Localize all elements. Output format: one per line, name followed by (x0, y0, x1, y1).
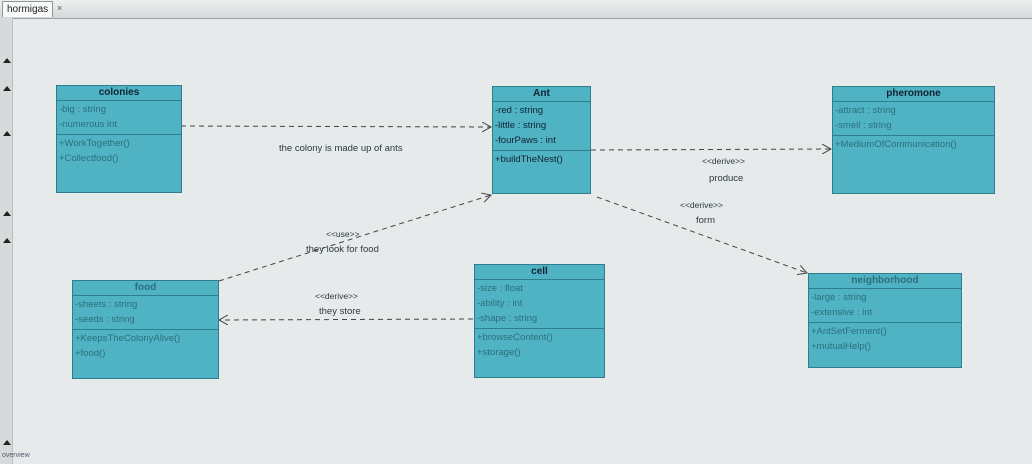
stereotype-cell-food: <<derive>> (315, 291, 359, 301)
operation[interactable]: +buildTheNest() (495, 154, 563, 165)
operation[interactable]: +WorkTogether() (59, 138, 130, 149)
relation-label-food-ant: they look for food (306, 244, 379, 255)
attribute[interactable]: -seeds : string (75, 314, 135, 325)
class-cell[interactable]: cell -size : float -ability : int -shape… (474, 264, 605, 378)
attribute[interactable]: -little : string (495, 120, 547, 131)
tab-hormigas[interactable]: hormigas (2, 1, 54, 17)
attributes-section: -attract : string -smell : string (833, 102, 994, 136)
connector-ant-neighborhood[interactable] (596, 196, 807, 273)
attribute[interactable]: -ability : int (477, 298, 523, 309)
gutter-marker[interactable] (3, 238, 11, 243)
attribute[interactable]: -smell : string (835, 120, 892, 131)
attributes-section: -size : float -ability : int -shape : st… (475, 280, 604, 329)
attribute[interactable]: -shape : string (477, 313, 538, 324)
attribute[interactable]: -numerous int (59, 119, 118, 130)
class-name: neighborhood (809, 274, 961, 289)
class-name: cell (475, 265, 604, 280)
class-ant[interactable]: Ant -red : string -little : string -four… (492, 86, 591, 194)
class-name: pheromone (833, 87, 994, 102)
connector-food-ant[interactable] (218, 195, 491, 282)
left-gutter (0, 18, 13, 464)
attribute[interactable]: -big : string (59, 104, 106, 115)
stereotype-food-ant: <<use>> (326, 229, 360, 239)
gutter-marker[interactable] (3, 86, 11, 91)
class-name: food (73, 281, 218, 296)
operation[interactable]: +KeepsTheColonyAlive() (75, 333, 181, 344)
connector-colonies-ant[interactable] (180, 126, 491, 127)
attributes-section: -red : string -little : string -fourPaws… (493, 102, 590, 151)
operation[interactable]: +Collectfood() (59, 153, 119, 164)
operation[interactable]: +browseContent() (477, 332, 553, 343)
gutter-marker[interactable] (3, 131, 11, 136)
relation-label-colonies-ant: the colony is made up of ants (279, 143, 403, 154)
editor-tab-bar: hormigas × (0, 0, 1032, 19)
operation[interactable]: +mutualHelp() (811, 341, 871, 352)
relation-label-ant-neighborhood: form (696, 215, 715, 226)
stereotype-ant-pheromone: <<derive>> (702, 156, 746, 166)
class-food[interactable]: food -sheets : string -seeds : string +K… (72, 280, 219, 379)
relation-label-ant-pheromone: produce (709, 173, 744, 184)
attributes-section: -sheets : string -seeds : string (73, 296, 218, 330)
operation[interactable]: +storage() (477, 347, 521, 358)
attribute[interactable]: -extensive : int (811, 307, 873, 318)
connector-cell-food[interactable] (219, 319, 474, 320)
connector-layer (180, 19, 1032, 464)
gutter-marker[interactable] (3, 211, 11, 216)
attribute[interactable]: -attract : string (835, 105, 896, 116)
class-colonies[interactable]: colonies -big : string -numerous int +Wo… (56, 85, 182, 193)
operation[interactable]: +AntSetFerment() (811, 326, 887, 337)
operations-section: +browseContent() +storage() (475, 329, 604, 362)
attributes-section: -large : string -extensive : int (809, 289, 961, 323)
class-name: colonies (57, 86, 181, 101)
attribute[interactable]: -red : string (495, 105, 544, 116)
operations-section: +KeepsTheColonyAlive() +food() (73, 330, 218, 363)
operations-section: +buildTheNest() (493, 151, 590, 169)
operations-section: +WorkTogether() +Collectfood() (57, 135, 181, 168)
overview-label: overview (2, 452, 30, 459)
attribute[interactable]: -large : string (811, 292, 867, 303)
class-name: Ant (493, 87, 590, 102)
attribute[interactable]: -size : float (477, 283, 523, 294)
diagram-canvas[interactable]: colonies -big : string -numerous int +Wo… (13, 19, 1032, 464)
operations-section: +MediumOfCommunication() (833, 136, 994, 154)
operation[interactable]: +MediumOfCommunication() (835, 139, 957, 150)
relation-label-cell-food: they store (319, 306, 361, 317)
gutter-marker[interactable] (3, 440, 11, 445)
gutter-marker[interactable] (3, 58, 11, 63)
operations-section: +AntSetFerment() +mutualHelp() (809, 323, 961, 356)
attributes-section: -big : string -numerous int (57, 101, 181, 135)
operation[interactable]: +food() (75, 348, 106, 359)
tab-close-icon[interactable]: × (57, 3, 63, 13)
attribute[interactable]: -fourPaws : int (495, 135, 556, 146)
attribute[interactable]: -sheets : string (75, 299, 138, 310)
class-neighborhood[interactable]: neighborhood -large : string -extensive … (808, 273, 962, 368)
stereotype-ant-neighborhood: <<derive>> (680, 200, 724, 210)
connector-ant-pheromone[interactable] (590, 149, 831, 150)
class-pheromone[interactable]: pheromone -attract : string -smell : str… (832, 86, 995, 194)
